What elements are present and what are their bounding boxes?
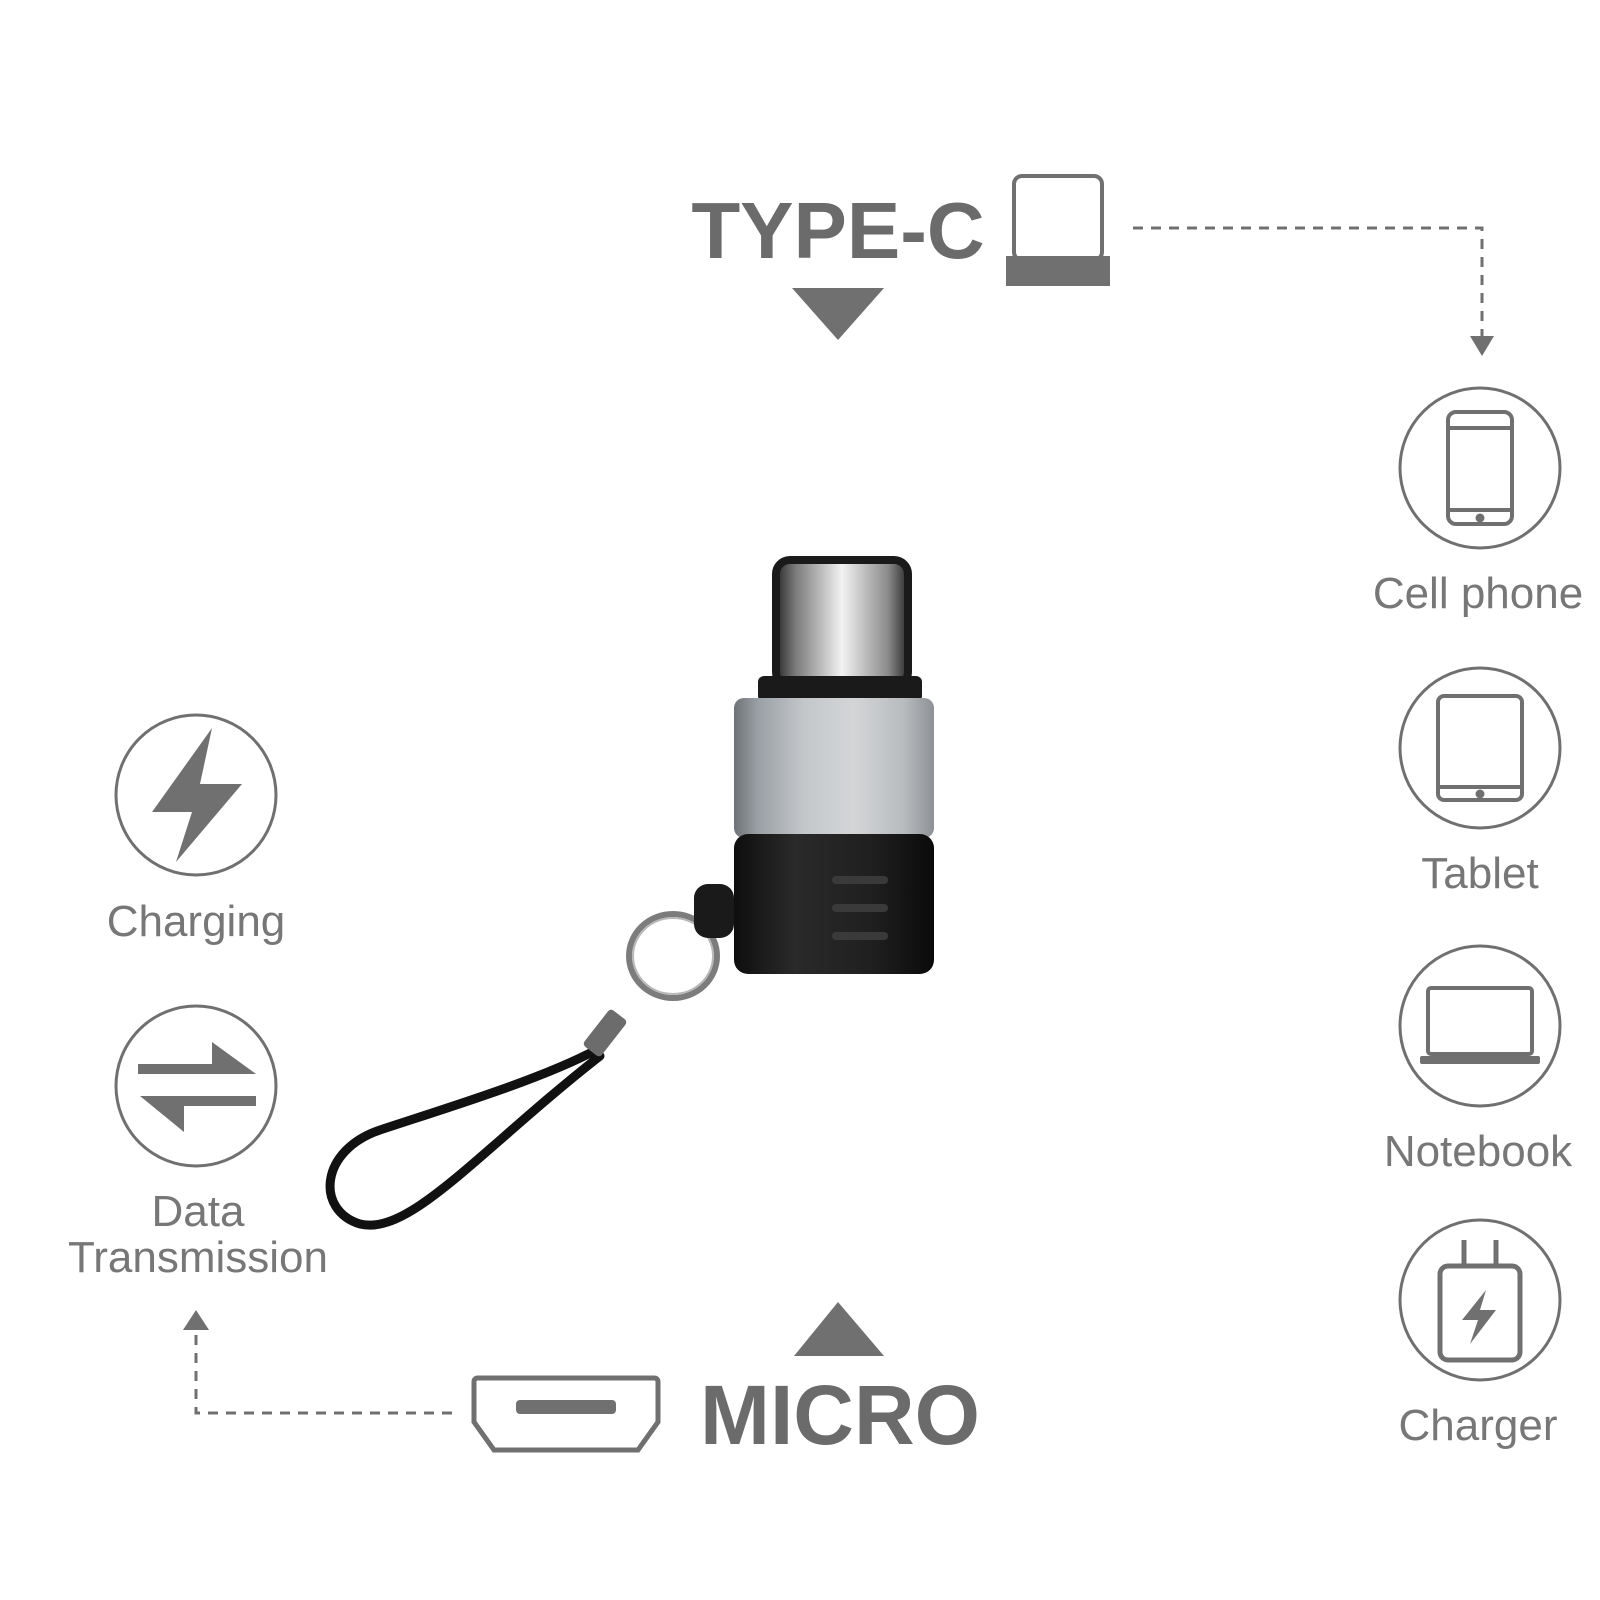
micro-footer: MICRO — [471, 1302, 980, 1462]
down-arrow-icon — [792, 288, 884, 340]
function-label: Charging — [107, 897, 286, 946]
up-arrow-icon — [794, 1302, 884, 1356]
type-c-port-icon — [1006, 174, 1110, 286]
micro-dashed-connector — [183, 1310, 452, 1415]
notebook-icon — [1420, 986, 1540, 1064]
charger-icon — [1437, 1240, 1523, 1363]
device-label: Tablet — [1421, 849, 1538, 898]
usb-adapter-keychain-image — [325, 556, 934, 1230]
function-charging: Charging — [107, 713, 286, 946]
micro-usb-port-icon — [471, 1375, 661, 1453]
type-c-header: TYPE-C — [691, 174, 1110, 340]
device-label: Cell phone — [1373, 569, 1583, 618]
type-c-label: TYPE-C — [691, 186, 984, 275]
function-label-line-1: Data — [152, 1187, 245, 1236]
type-c-dashed-connector — [1133, 226, 1494, 356]
function-data-transmission: Data Transmission — [68, 1004, 328, 1282]
device-cell-phone: Cell phone — [1373, 386, 1583, 618]
device-label: Notebook — [1384, 1127, 1573, 1176]
function-label-line-2: Transmission — [68, 1233, 328, 1282]
micro-label: MICRO — [700, 1368, 980, 1462]
device-charger: Charger — [1398, 1218, 1562, 1450]
cell-phone-icon — [1446, 410, 1514, 526]
tablet-icon — [1436, 694, 1524, 802]
device-label: Charger — [1399, 1401, 1558, 1450]
device-notebook: Notebook — [1384, 944, 1573, 1176]
data-transfer-arrows-icon — [138, 1042, 256, 1132]
lightning-bolt-icon — [152, 728, 242, 862]
device-tablet: Tablet — [1398, 666, 1562, 898]
device-arrow-icon — [1470, 336, 1494, 356]
function-arrow-icon — [183, 1310, 209, 1330]
